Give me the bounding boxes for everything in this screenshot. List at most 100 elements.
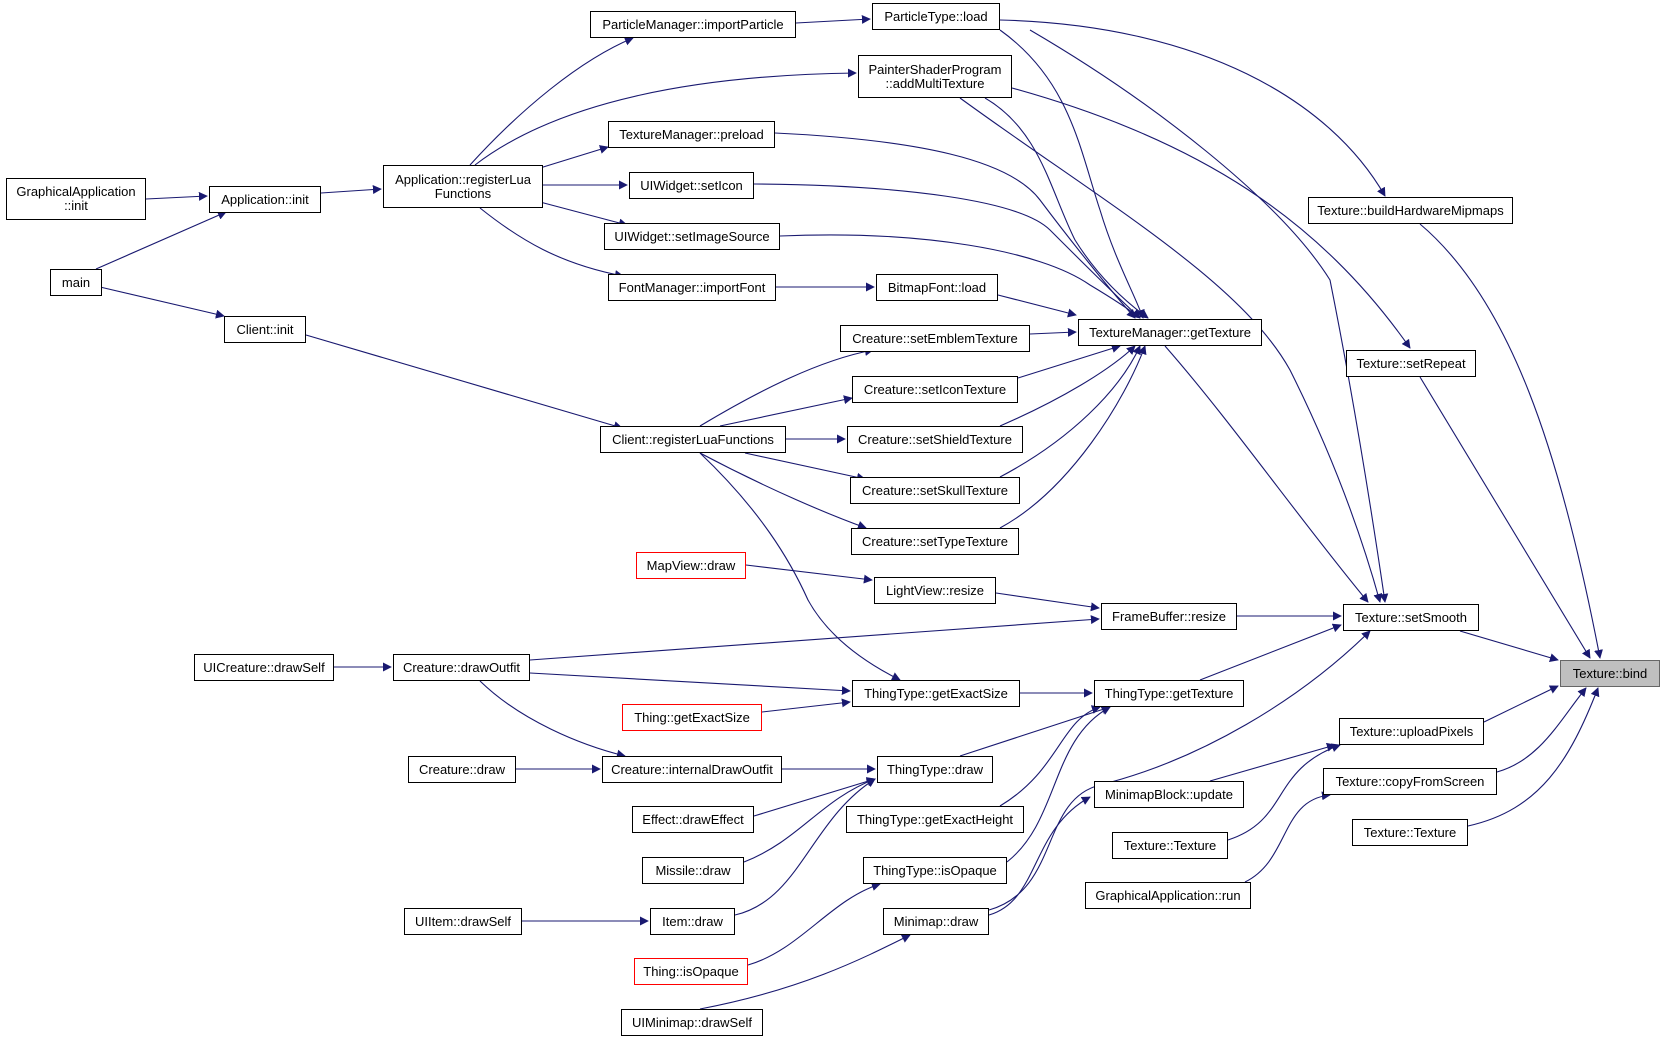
node-creature-seticontexture[interactable]: Creature::setIconTexture xyxy=(852,376,1018,403)
edge-client-rlf-cr-type xyxy=(699,452,867,530)
node-mapview-draw[interactable]: MapView::draw xyxy=(636,552,746,579)
edge-thing-ges-tt-ges xyxy=(761,698,851,713)
node-texture-setrepeat[interactable]: Texture::setRepeat xyxy=(1346,350,1476,377)
node-minimap-draw[interactable]: Minimap::draw xyxy=(883,908,989,935)
node-thingtype-gettexture[interactable]: ThingType::getTexture xyxy=(1094,680,1244,707)
edge-ga-run-tex-copy xyxy=(1244,791,1331,883)
node-application-registerluafunctions[interactable]: Application::registerLua Functions xyxy=(383,165,543,208)
edge-client-init-client-rlf xyxy=(305,334,623,431)
node-uiitem-drawself[interactable]: UIItem::drawSelf xyxy=(404,908,522,935)
edge-cr-drawoutfit-cr-ido xyxy=(479,680,626,759)
node-uicreature-drawself[interactable]: UICreature::drawSelf xyxy=(194,654,334,681)
node-uiminimap-drawself[interactable]: UIMinimap::drawSelf xyxy=(621,1009,763,1036)
edge-psp-amt-tex-setrepeat xyxy=(1011,87,1411,349)
node-texture-uploadpixels[interactable]: Texture::uploadPixels xyxy=(1339,718,1484,745)
edge-cr-drawoutfit-fb-resize xyxy=(529,615,1100,661)
node-texture-bind[interactable]: Texture::bind xyxy=(1560,660,1660,687)
edge-uiw-seticon-tm-gettex xyxy=(753,183,1141,319)
edge-main-client-init xyxy=(99,286,225,319)
edge-client-rlf-cr-skull xyxy=(744,452,866,482)
edge-cr-emblem-tm-gettex xyxy=(1029,327,1077,337)
node-creature-drawoutfit[interactable]: Creature::drawOutfit xyxy=(393,654,530,681)
node-creature-internaldrawoutfit[interactable]: Creature::internalDrawOutfit xyxy=(602,756,782,783)
node-lightview-resize[interactable]: LightView::resize xyxy=(874,577,996,604)
node-texture-buildhardwaremipmaps[interactable]: Texture::buildHardwareMipmaps xyxy=(1308,197,1513,224)
node-texture-texture-2[interactable]: Texture::Texture xyxy=(1352,819,1468,846)
edge-app-rlf-pm-import xyxy=(469,36,634,166)
node-creature-setskulltexture[interactable]: Creature::setSkullTexture xyxy=(850,477,1020,504)
node-particlemanager-importparticle[interactable]: ParticleManager::importParticle xyxy=(590,11,796,38)
node-thingtype-isopaque[interactable]: ThingType::isOpaque xyxy=(863,857,1007,884)
edge-tt-geh-tt-gettex xyxy=(999,705,1101,807)
node-thing-isopaque[interactable]: Thing::isOpaque xyxy=(634,958,748,985)
edge-mapview-lv-resize xyxy=(745,564,873,584)
node-main[interactable]: main xyxy=(50,269,102,296)
edge-tex-copy-tex-bind xyxy=(1496,687,1587,773)
edge-cr-icon-tm-gettex xyxy=(1017,344,1121,379)
node-fontmanager-importfont[interactable]: FontManager::importFont xyxy=(608,274,776,301)
edge-tex-bhm-tex-bind xyxy=(1419,223,1603,659)
node-particletype-load[interactable]: ParticleType::load xyxy=(872,3,1000,30)
node-texture-texture-1[interactable]: Texture::Texture xyxy=(1112,832,1228,859)
node-uiwidget-setimagesource[interactable]: UIWidget::setImageSource xyxy=(604,223,780,250)
node-texture-copyfromscreen[interactable]: Texture::copyFromScreen xyxy=(1323,768,1497,795)
edge-minimap-tex-setsmooth xyxy=(988,630,1371,911)
edge-main-app-init xyxy=(95,211,227,270)
node-framebuffer-resize[interactable]: FrameBuffer::resize xyxy=(1101,603,1237,630)
edge-tex-setsmooth-tex-bind xyxy=(1459,630,1559,663)
node-minimapblock-update[interactable]: MinimapBlock::update xyxy=(1094,781,1244,808)
node-missile-draw[interactable]: Missile::draw xyxy=(642,857,744,884)
edge-tt-draw-tt-gettex xyxy=(959,705,1111,757)
edge-tex-setrepeat-tex-bind xyxy=(1419,376,1591,659)
edge-cr-drawoutfit-tt-ges xyxy=(529,672,851,696)
node-paintershaderprogram-addmultitexture[interactable]: PainterShaderProgram ::addMultiTexture xyxy=(858,55,1012,98)
edge-app-init-app-rlf xyxy=(320,185,382,195)
edge-tt-gettex-tex-setsmooth xyxy=(1199,623,1342,681)
node-item-draw[interactable]: Item::draw xyxy=(650,908,735,935)
node-thingtype-getexactsize[interactable]: ThingType::getExactSize xyxy=(852,680,1020,707)
edge-tt-isopaque-tt-gettex xyxy=(1006,706,1111,863)
edge-psp-amt-tex-setsmooth xyxy=(959,97,1383,603)
call-edges xyxy=(95,14,1603,1010)
edge-cr-shield-tm-gettex xyxy=(999,345,1136,427)
edge-mmb-update-tex-upload xyxy=(1209,742,1336,782)
node-thing-getexactsize[interactable]: Thing::getExactSize xyxy=(622,704,762,731)
node-application-init[interactable]: Application::init xyxy=(209,186,321,213)
edge-app-rlf-uiw-setimg xyxy=(539,201,628,228)
node-client-init[interactable]: Client::init xyxy=(224,316,306,343)
edge-ga-init-app-init xyxy=(145,191,208,201)
node-effect-draweffect[interactable]: Effect::drawEffect xyxy=(632,806,754,833)
edge-lv-resize-fb-resize xyxy=(995,592,1100,612)
edge-tm-gettex-tex-setsmooth xyxy=(1164,345,1369,603)
node-texturemanager-preload[interactable]: TextureManager::preload xyxy=(608,121,775,148)
edge-client-rlf-tt-ges xyxy=(699,452,901,681)
node-client-registerluafunctions[interactable]: Client::registerLuaFunctions xyxy=(600,426,786,453)
node-thingtype-getexactheight[interactable]: ThingType::getExactHeight xyxy=(846,806,1024,833)
edge-tex-tex1-tex-upload xyxy=(1227,743,1341,841)
edge-tex-tex2-tex-bind xyxy=(1467,687,1600,827)
edge-psp-amt-tm-gettex xyxy=(984,97,1149,319)
edge-cr-type-tm-gettex xyxy=(999,345,1147,529)
edge-tex-upload-tex-bind xyxy=(1483,685,1559,723)
edge-app-rlf-fm-import xyxy=(479,207,624,279)
edge-pm-import-pt-load xyxy=(795,14,871,24)
node-graphicalapplication-init[interactable]: GraphicalApplication ::init xyxy=(6,178,146,220)
edge-uiw-setimg-tm-gettex xyxy=(779,234,1141,319)
edge-client-rlf-cr-icon xyxy=(719,395,853,427)
node-thingtype-draw[interactable]: ThingType::draw xyxy=(877,756,993,783)
edge-item-tt-draw xyxy=(734,778,876,916)
edge-eff-tt-draw xyxy=(753,777,876,817)
node-graphicalapplication-run[interactable]: GraphicalApplication::run xyxy=(1085,882,1251,909)
node-creature-setshieldtexture[interactable]: Creature::setShieldTexture xyxy=(847,426,1023,453)
node-uiwidget-seticon[interactable]: UIWidget::setIcon xyxy=(629,172,754,199)
node-bitmapfont-load[interactable]: BitmapFont::load xyxy=(876,274,998,301)
edge-pt-load-tm-gettex xyxy=(999,29,1145,319)
edge-bf-load-tm-gettex xyxy=(997,294,1077,318)
node-creature-draw[interactable]: Creature::draw xyxy=(408,756,516,783)
node-texturemanager-gettexture[interactable]: TextureManager::getTexture xyxy=(1078,319,1262,346)
node-texture-setsmooth[interactable]: Texture::setSmooth xyxy=(1343,604,1479,631)
node-creature-setemblemtexture[interactable]: Creature::setEmblemTexture xyxy=(840,325,1030,352)
node-creature-settypetexture[interactable]: Creature::setTypeTexture xyxy=(851,528,1019,555)
edge-app-rlf-tm-preload xyxy=(539,145,609,169)
